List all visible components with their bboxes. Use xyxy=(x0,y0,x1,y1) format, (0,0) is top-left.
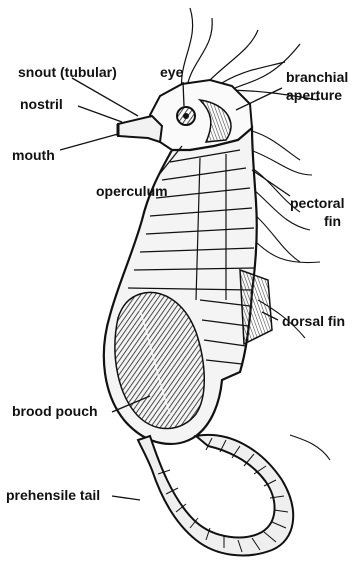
dorsal-fin-shape xyxy=(240,270,272,344)
leader-tail xyxy=(112,496,140,500)
leader-pectoral xyxy=(252,170,290,196)
leader-snout xyxy=(72,78,138,116)
snout-shape xyxy=(118,116,162,142)
label-branchial-1: branchial xyxy=(286,69,348,85)
label-eye: eye xyxy=(160,64,184,80)
leader-mouth xyxy=(60,134,118,150)
label-operculum: operculum xyxy=(96,183,168,199)
label-branchial-2: aperture xyxy=(286,87,342,103)
label-brood-pouch: brood pouch xyxy=(12,403,98,419)
label-mouth: mouth xyxy=(12,147,55,163)
leader-nostril xyxy=(78,106,122,122)
label-nostril: nostril xyxy=(20,96,63,112)
label-pectoral-2: fin xyxy=(324,213,341,229)
seahorse-body xyxy=(104,80,293,555)
label-prehensile-tail: prehensile tail xyxy=(6,487,100,503)
label-snout: snout (tubular) xyxy=(18,64,117,80)
label-pectoral-1: pectoral xyxy=(290,195,344,211)
label-dorsal-fin: dorsal fin xyxy=(282,313,345,329)
